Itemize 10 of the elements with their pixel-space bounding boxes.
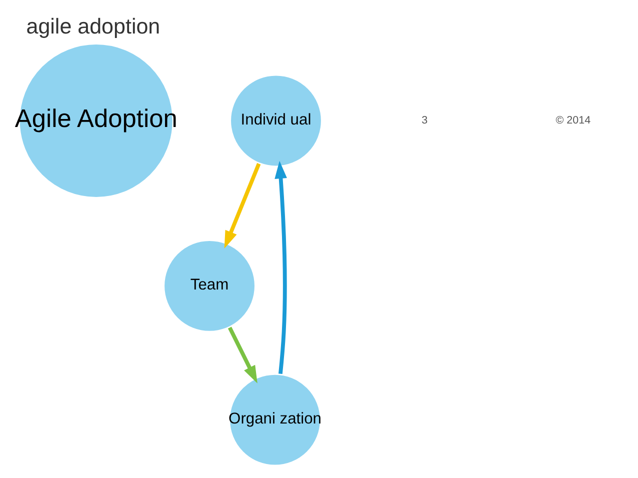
- arrow: [228, 326, 258, 384]
- label: © 2014: [556, 114, 591, 126]
- arrow: [224, 163, 261, 249]
- node-circle: Organi zation: [228, 372, 322, 467]
- node-circle: Individ ual: [229, 74, 323, 168]
- node-circle: Team: [162, 239, 256, 333]
- arrow: [274, 160, 287, 374]
- diagram-title: agile adoption: [26, 14, 160, 38]
- label: 3: [422, 114, 428, 126]
- node-circle: Agile Adoption: [18, 42, 174, 199]
